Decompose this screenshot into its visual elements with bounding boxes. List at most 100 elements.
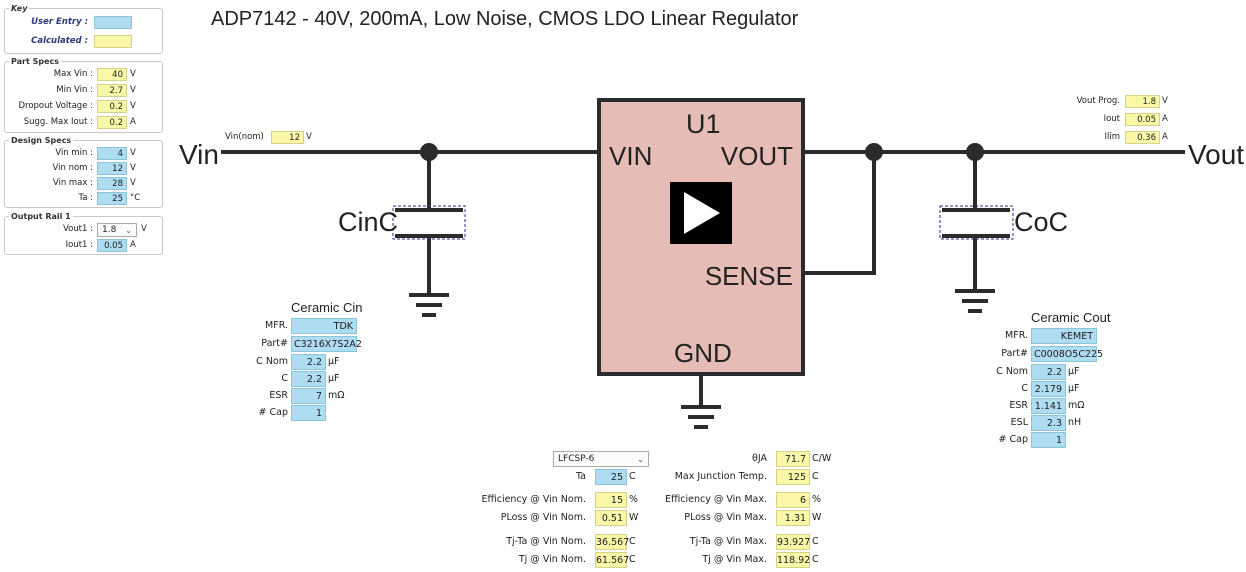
vin-max-input[interactable]: 28 [97, 177, 127, 190]
min-vin-label: Min Vin : [56, 85, 93, 95]
min-vin-value: 2.7 [97, 84, 127, 97]
vin-max-label: Vin max : [52, 178, 93, 188]
cin-label: CinC [338, 207, 399, 237]
vout1-selected-value: 1.8 [102, 225, 117, 235]
pin-vin-label: VIN [609, 141, 653, 171]
ta-label: Ta : [78, 193, 93, 203]
eff-vin-max-value: 6 [776, 492, 810, 508]
cin-count-value[interactable]: 1 [291, 405, 326, 421]
iout1-unit: A [130, 240, 136, 250]
eff-vin-nom-label: Efficiency @ Vin Nom. [481, 494, 586, 505]
cout-cnom-value[interactable]: 2.2 [1031, 364, 1066, 380]
ploss-vin-max-value: 1.31 [776, 510, 810, 526]
cin-esr-label: ESR [269, 390, 288, 401]
chevron-down-icon: ⌄ [125, 226, 132, 235]
tj-vin-max-label: Tj @ Vin Max. [702, 554, 767, 565]
cout-esl-label: ESL [1010, 417, 1028, 428]
page-title: ADP7142 - 40V, 200mA, Low Noise, CMOS LD… [211, 8, 799, 30]
eff-vin-max-label: Efficiency @ Vin Max. [665, 494, 767, 505]
cout-c-value[interactable]: 2.179 [1031, 381, 1066, 397]
dropout-unit: V [130, 101, 136, 111]
ilim-label: Ilim [1104, 132, 1120, 142]
coc-selection-box [939, 205, 1014, 240]
iout-value: 0.05 [1125, 113, 1160, 126]
iout-label: Iout [1103, 114, 1120, 124]
cin-mfr-label: MFR. [265, 320, 288, 331]
dropout-value: 0.2 [97, 100, 127, 113]
vout1-select[interactable]: 1.8 ⌄ [97, 223, 137, 237]
calculated-label: Calculated : [31, 36, 88, 46]
cin-cnom-unit: µF [328, 356, 340, 367]
max-tj-value: 125 [776, 469, 810, 485]
cout-part-value[interactable]: C0008O5C225 [1031, 346, 1103, 362]
ploss-vin-nom-value: 0.51 [595, 510, 627, 526]
cout-table-title: Ceramic Cout [1031, 310, 1111, 325]
cout-cnom-unit: µF [1068, 366, 1080, 377]
cout-mfr-label: MFR. [1005, 330, 1028, 341]
cin-part-value[interactable]: C3216X7S2A2 [291, 336, 362, 352]
vout1-unit: V [141, 224, 147, 234]
iout-unit: A [1162, 114, 1168, 124]
key-panel-title: Key [9, 4, 30, 13]
tjta-vin-nom-unit: C [629, 536, 636, 547]
vout-prog-unit: V [1162, 96, 1168, 106]
cout-c-label: C [1021, 383, 1028, 394]
tj-vin-nom-unit: C [629, 554, 636, 565]
iout1-input[interactable]: 0.05 [97, 239, 127, 252]
max-vin-value: 40 [97, 68, 127, 81]
ilim-value: 0.36 [1125, 131, 1160, 144]
theta-ja-unit: C/W [812, 453, 832, 464]
junction-dot-cin [420, 143, 438, 161]
cin-c-value[interactable]: 2.2 [291, 371, 326, 387]
output-rail-panel: Output Rail 1 Vout1 : 1.8 ⌄ V Iout1 : 0.… [4, 212, 163, 255]
design-specs-panel: Design Specs Vin min : 4 V Vin nom : 12 … [4, 136, 163, 208]
ldo-chip[interactable]: U1 VIN VOUT SENSE GND [597, 98, 805, 376]
adi-logo [670, 182, 732, 244]
ta-input[interactable]: 25 [97, 192, 127, 205]
theta-ja-label: θJA [752, 453, 767, 464]
cout-esl-value[interactable]: 2.3 [1031, 415, 1066, 431]
cin-esr-value[interactable]: 7 [291, 388, 326, 404]
ploss-vin-nom-label: PLoss @ Vin Nom. [500, 512, 586, 523]
design-specs-title: Design Specs [9, 136, 74, 145]
cin-table-title: Ceramic Cin [291, 300, 363, 315]
tj-vin-nom-label: Tj @ Vin Nom. [518, 554, 586, 565]
iout1-label: Iout1 : [65, 240, 93, 250]
eff-vin-nom-unit: % [629, 494, 639, 505]
vout-node-label: Vout [1188, 139, 1245, 170]
theta-ja-value: 71.7 [776, 451, 810, 467]
thermal-ta-label: Ta [575, 471, 586, 482]
output-rail-title: Output Rail 1 [9, 212, 73, 221]
cout-count-value[interactable]: 1 [1031, 432, 1066, 448]
max-vin-label: Max Vin : [53, 69, 93, 79]
package-select[interactable]: LFCSP-6 ⌄ [553, 451, 649, 467]
vin-node-label: Vin [179, 139, 219, 170]
tj-vin-max-unit: C [812, 554, 819, 565]
tjta-vin-nom-label: Tj-Ta @ Vin Nom. [506, 536, 586, 547]
package-selected-value: LFCSP-6 [558, 454, 595, 464]
tjta-vin-max-label: Tj-Ta @ Vin Max. [689, 536, 767, 547]
cout-esl-unit: nH [1068, 417, 1082, 428]
cin-selection-box [392, 205, 466, 240]
cout-count-label: # Cap [998, 434, 1028, 445]
max-tj-label: Max Junction Temp. [674, 471, 767, 482]
tjta-vin-nom-value: 36.567 [595, 534, 629, 550]
cout-mfr-value[interactable]: KEMET [1031, 328, 1097, 344]
cin-part-label: Part# [261, 338, 288, 349]
vin-min-input[interactable]: 4 [97, 147, 127, 160]
user-entry-label: User Entry : [31, 17, 88, 27]
cout-esr-unit: mΩ [1068, 400, 1085, 411]
coc-label: CoC [1014, 207, 1069, 237]
user-entry-swatch [94, 16, 132, 29]
thermal-ta-input[interactable]: 25 [595, 469, 627, 485]
chip-designator: U1 [686, 109, 721, 139]
dropout-label: Dropout Voltage : [18, 101, 93, 111]
cin-mfr-value[interactable]: TDK [291, 318, 357, 334]
vin-nom-input[interactable]: 12 [97, 162, 127, 175]
thermal-ta-unit: C [629, 471, 636, 482]
cin-cnom-value[interactable]: 2.2 [291, 354, 326, 370]
cout-part-label: Part# [1001, 348, 1028, 359]
cout-esr-value[interactable]: 1.141 [1031, 398, 1066, 414]
ta-unit: °C [130, 193, 141, 203]
tj-vin-nom-value: 61.567 [595, 552, 629, 568]
